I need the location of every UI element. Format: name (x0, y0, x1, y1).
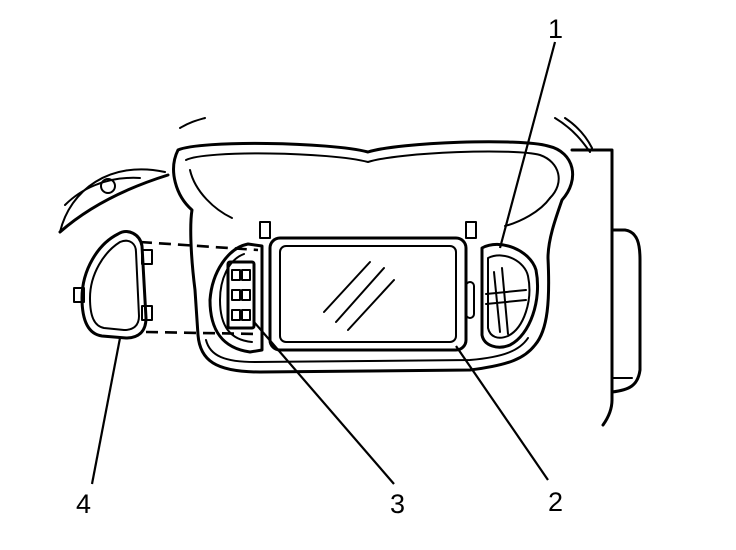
leader-4 (90, 337, 122, 485)
callout-1: 1 (548, 14, 563, 44)
mirror-assembly (268, 236, 475, 352)
visor-shell (172, 140, 575, 374)
callout-2: 2 (548, 487, 563, 517)
left-lamp-housing (208, 242, 264, 354)
leader-1 (498, 41, 557, 249)
callout-3: 3 (390, 489, 405, 519)
hinge-tabs (259, 221, 477, 239)
right-lamp-lens (480, 242, 540, 349)
leader-lines (90, 41, 557, 485)
removed-lamp-lens (73, 230, 153, 340)
leader-3 (253, 321, 395, 485)
leader-2 (455, 345, 549, 481)
callout-4: 4 (76, 489, 91, 519)
headliner-background (58, 117, 642, 427)
alignment-lines (139, 240, 259, 336)
